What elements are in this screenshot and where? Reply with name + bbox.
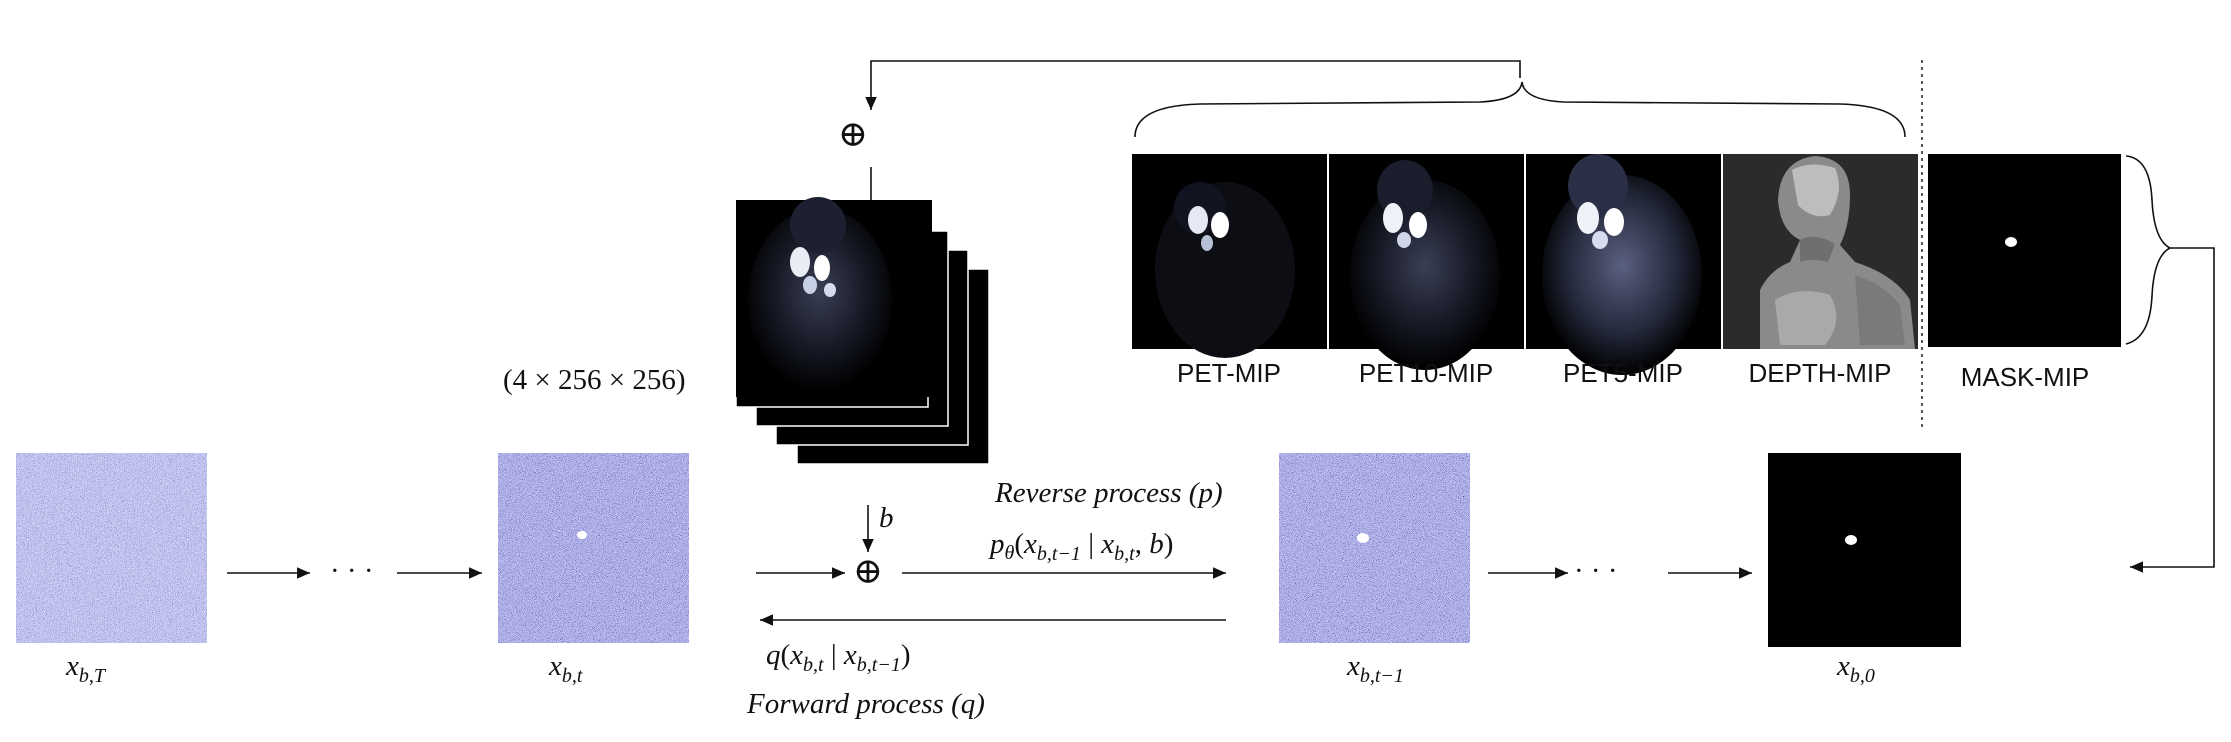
- arrow-mips-to-oplus: [865, 60, 1521, 110]
- forward-formula: q(xb,t | xb,t−1): [766, 639, 911, 676]
- dims-label: (4 × 256 × 256): [503, 364, 686, 396]
- label-pet5-mip: PET5-MIP: [1563, 358, 1683, 388]
- mask-image-x0: [1768, 453, 1961, 647]
- brace-mips: [1134, 81, 1906, 138]
- oplus-mid: ⊕: [853, 551, 883, 591]
- lesion-blob: [1357, 533, 1369, 543]
- label-b: b: [879, 502, 894, 534]
- noise-image-xt: [498, 453, 689, 643]
- mip-pet: [1132, 154, 1327, 358]
- brace-mask: [2125, 155, 2172, 345]
- oplus-top: ⊕: [838, 114, 868, 154]
- label-xt: xb,t: [548, 650, 583, 687]
- label-mask-mip: MASK-MIP: [1961, 362, 2090, 392]
- lesion-blob: [1845, 535, 1857, 545]
- label-xt1: xb,t−1: [1346, 650, 1404, 687]
- mip-pet10: [1329, 154, 1524, 370]
- noise-image-xt1: [1279, 453, 1470, 643]
- reverse-title: Reverse process (p): [994, 477, 1223, 509]
- forward-title: Forward process (q): [746, 688, 985, 720]
- label-pet10-mip: PET10-MIP: [1359, 358, 1493, 388]
- mip-pet5: [1526, 154, 1721, 375]
- ellipsis-1: · · ·: [330, 555, 373, 587]
- lesion-blob: [577, 531, 587, 539]
- label-xT: xb,T: [65, 650, 107, 687]
- noise-image-xT: [16, 453, 207, 643]
- reverse-formula: pθ(xb,t−1 | xb,t, b): [988, 528, 1173, 565]
- mip-depth: [1723, 154, 1918, 349]
- condition-stack: [735, 197, 990, 465]
- label-x0: xb,0: [1836, 650, 1875, 687]
- mip-mask: [1928, 154, 2121, 347]
- ellipsis-2: · · ·: [1574, 555, 1617, 587]
- stack-top-pet-image: [736, 197, 932, 397]
- arrow-mask-to-x0: [2130, 247, 2215, 573]
- label-pet-mip: PET-MIP: [1177, 358, 1281, 388]
- label-depth-mip: DEPTH-MIP: [1749, 358, 1892, 388]
